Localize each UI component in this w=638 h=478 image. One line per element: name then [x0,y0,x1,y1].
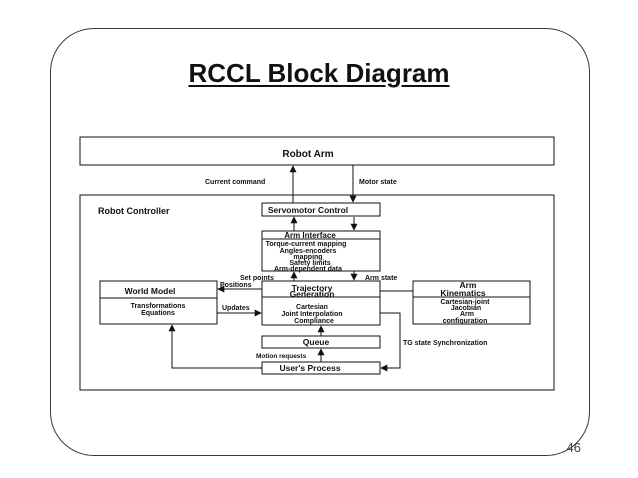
arm-kinematics-line-2: Jacobian [451,305,481,312]
trajectory-line-3: Compliance [294,318,334,325]
page-number: 46 [566,440,581,455]
arm-interface-line-2: Angles-encoders [280,248,337,255]
trajectory-title-line-1: Trajectory [292,283,333,293]
users-process-label: User's Process [279,363,340,373]
tg-state-sync-arrow [380,312,401,372]
robot-controller-label: Robot Controller [98,206,170,216]
arm-kinematics-line-4: configuration [443,318,488,325]
queue-label: Queue [303,337,330,347]
world-model-line-1: Transformations [131,303,186,310]
arm-interface-line-3: mapping [293,254,322,261]
current-command-label: Current command [205,179,265,186]
motion-requests-label: Motion requests [256,353,307,360]
motor-state-label: Motor state [359,179,397,186]
trajectory-line-1: Cartesian [296,304,328,311]
arm-interface-title: Arm Interface [284,231,336,240]
user-to-world-model-arrow [168,324,262,369]
arm-kinematics-line-3: Arm [460,311,474,318]
arm-kinematics-line-1: Cartesian-joint [440,299,490,306]
slide-title: RCCL Block Diagram [188,58,450,88]
robot-arm-label: Robot Arm [282,149,333,160]
world-model-box [99,280,218,325]
arm-interface-line-5: Arm-dependent data [274,266,342,273]
tg-state-sync-label: TG state Synchronization [403,340,487,347]
arm-kinematics-title-line-1: Arm [459,280,476,290]
arm-interface-line-1: Torque-current mapping [266,241,347,248]
updates-label: Updates [222,305,250,312]
slide-frame [50,28,590,456]
robot-arm-box [79,136,555,166]
arm-kinematics-title-line-2: Kinematics [440,288,486,298]
arm-state-label: Arm state [365,275,397,282]
trajectory-line-2: Joint Interpolation [281,311,342,318]
set-points-label: Set points [240,275,274,282]
arm-interface-box [261,230,381,272]
world-model-line-2: Equations [141,310,175,317]
arm-kinematics-box [412,280,531,325]
positions-label: Positions [220,282,252,289]
servomotor-control-label: Servomotor Control [268,205,348,215]
servomotor-control-box [261,202,381,217]
trajectory-title-line-2: Generation [290,289,335,299]
world-model-title: World Model [125,286,176,296]
robot-controller-box [79,194,555,391]
trajectory-generation-box [261,280,381,326]
arm-interface-line-4: Safety limits [289,260,330,267]
